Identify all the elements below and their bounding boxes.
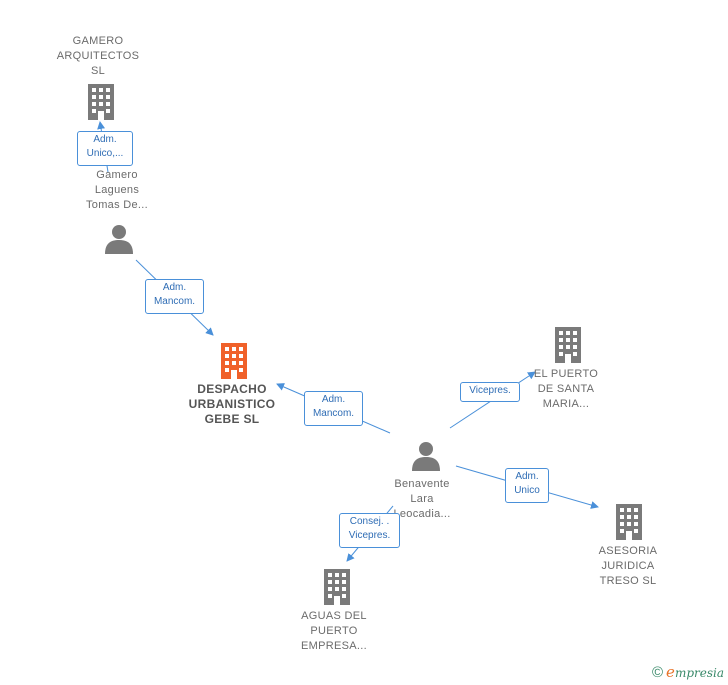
brand-name: mpresia: [674, 666, 724, 680]
edge-label-e2[interactable]: Adm. Mancom.: [145, 279, 204, 314]
copyright-symbol: ©: [651, 664, 664, 681]
edge-label-e4[interactable]: Vicepres.: [460, 382, 520, 402]
building-icon[interactable]: [322, 569, 352, 605]
node-label-aguas[interactable]: AGUAS DEL PUERTO EMPRESA...: [301, 610, 367, 652]
node-label-person1[interactable]: Gamero Laguens Tomas De...: [86, 169, 148, 211]
building-icon[interactable]: [219, 343, 249, 379]
node-label-person2[interactable]: Benavente Lara Leocadia...: [393, 478, 451, 520]
edge-label-e3[interactable]: Adm. Mancom.: [304, 391, 363, 426]
person-icon[interactable]: [410, 441, 442, 471]
building-icon[interactable]: [553, 327, 583, 363]
node-label-asesoria[interactable]: ASESORIA JURIDICA TRESO SL: [598, 545, 658, 587]
node-label-puerto-santa[interactable]: EL PUERTO DE SANTA MARIA...: [533, 368, 599, 410]
building-icon[interactable]: [86, 84, 116, 120]
edge-label-e1[interactable]: Adm. Unico,...: [77, 131, 133, 166]
brand-initial: e: [666, 663, 675, 681]
edge-label-e5[interactable]: Adm. Unico: [505, 468, 549, 503]
building-icon[interactable]: [614, 504, 644, 540]
node-label-gamero[interactable]: GAMERO ARQUITECTOS SL: [56, 35, 140, 77]
empresia-watermark: ©empresia: [652, 663, 724, 681]
person-icon[interactable]: [103, 224, 135, 254]
node-label-despacho[interactable]: DESPACHO URBANISTICO GEBE SL: [188, 382, 276, 426]
edge-label-e6[interactable]: Consej. . Vicepres.: [339, 513, 400, 548]
